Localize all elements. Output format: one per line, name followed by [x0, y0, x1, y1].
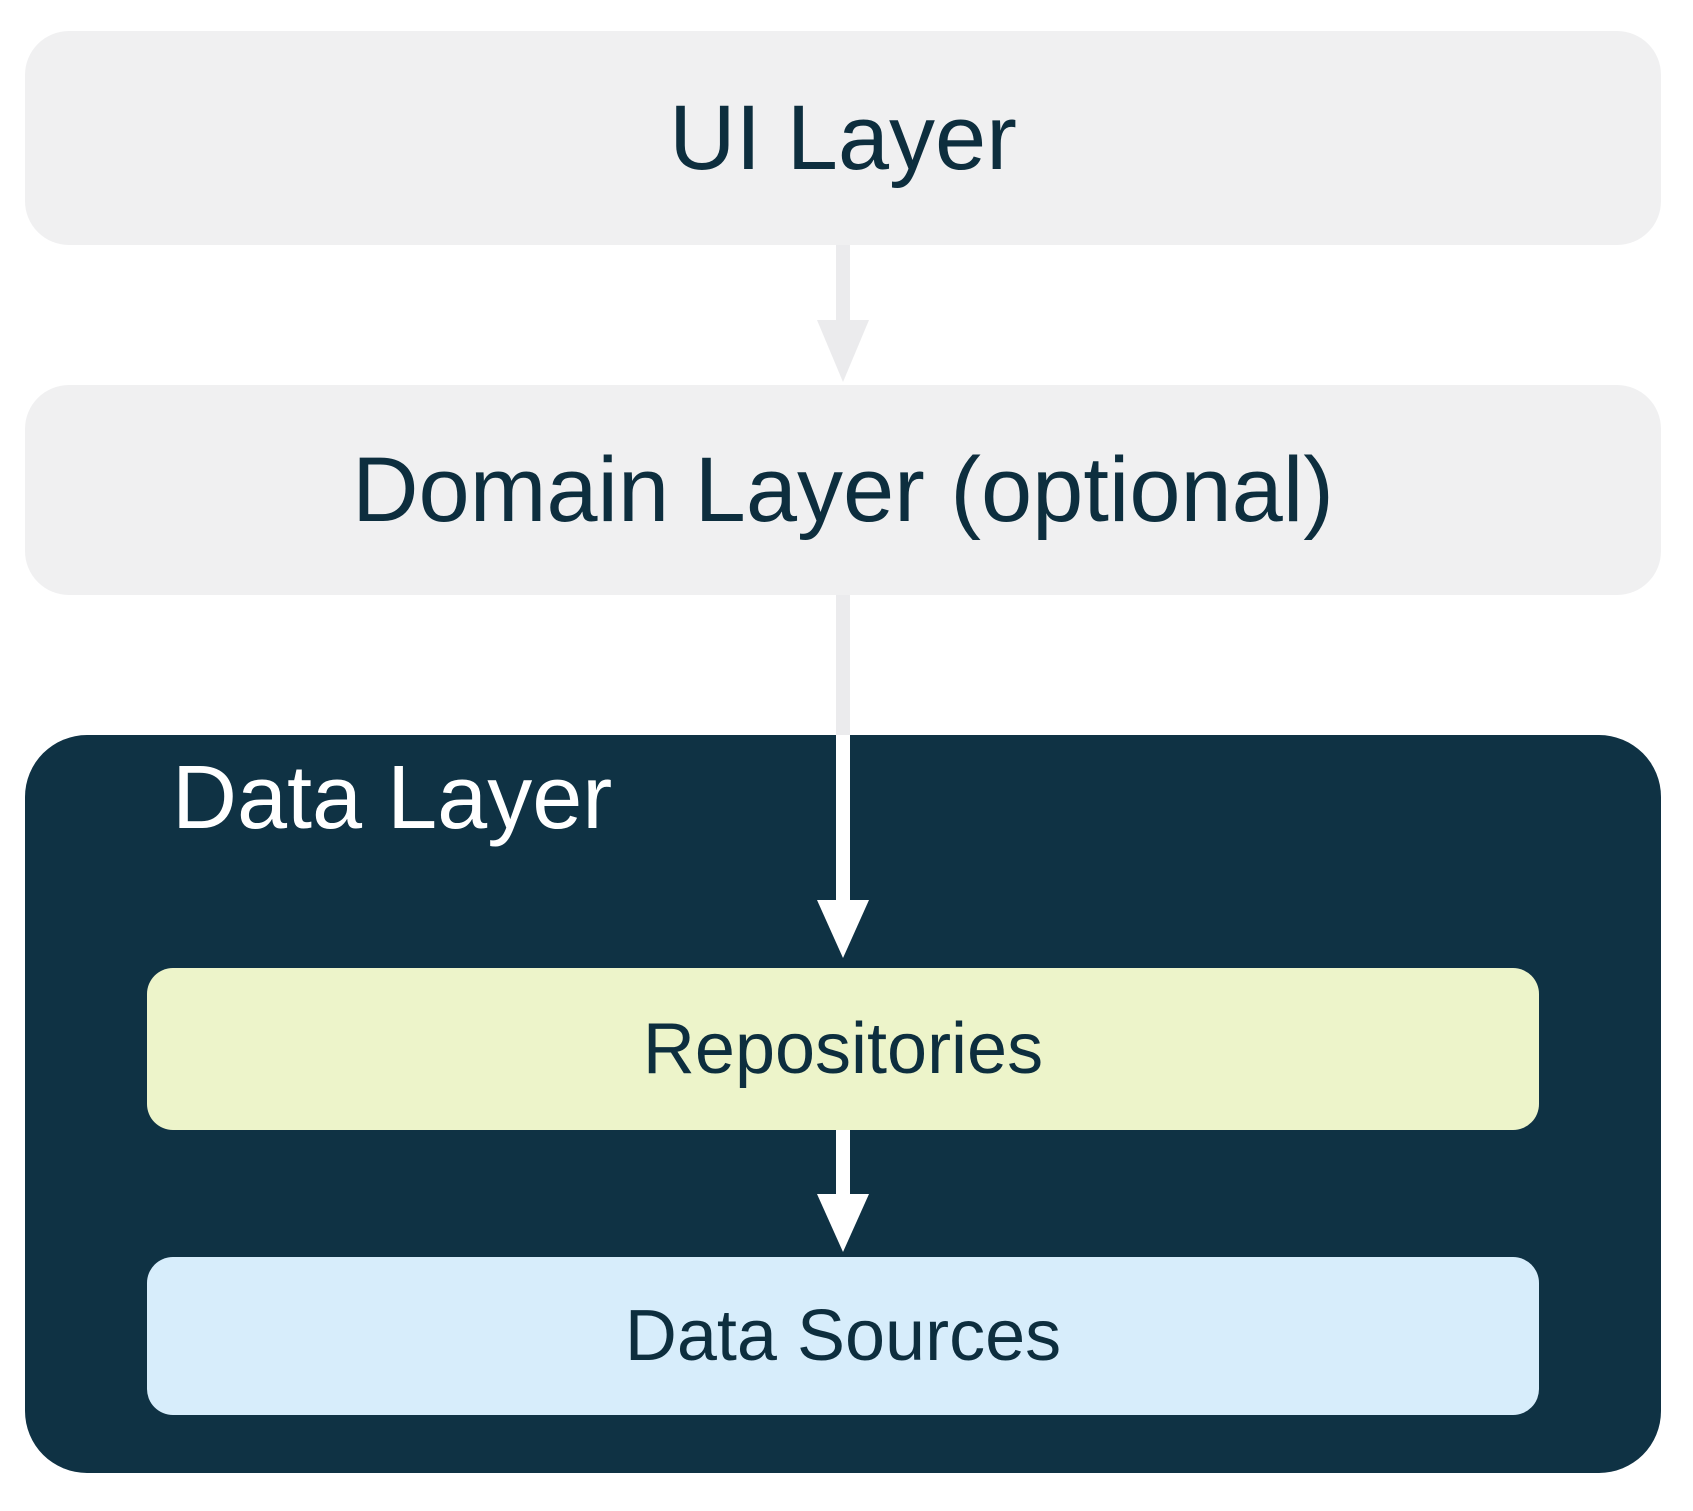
arrow-shaft-white-segment	[836, 735, 850, 901]
arrow-shaft	[836, 1130, 850, 1195]
arrow-shaft-gray-segment	[836, 595, 850, 736]
repositories-label: Repositories	[642, 1009, 1044, 1089]
repositories-box: Repositories	[147, 968, 1539, 1130]
domain-layer-box: Domain Layer (optional)	[25, 385, 1661, 595]
data-layer-label: Data Layer	[172, 748, 613, 848]
arrow-shaft	[836, 245, 850, 321]
domain-layer-label: Domain Layer (optional)	[352, 438, 1334, 541]
arrow-down-head	[817, 900, 869, 958]
ui-layer-label: UI Layer	[669, 86, 1017, 189]
data-sources-label: Data Sources	[624, 1296, 1062, 1376]
arrow-down-head	[817, 1194, 869, 1252]
data-sources-box: Data Sources	[147, 1257, 1539, 1415]
ui-layer-box: UI Layer	[25, 31, 1661, 245]
arrow-down-head	[817, 320, 869, 382]
